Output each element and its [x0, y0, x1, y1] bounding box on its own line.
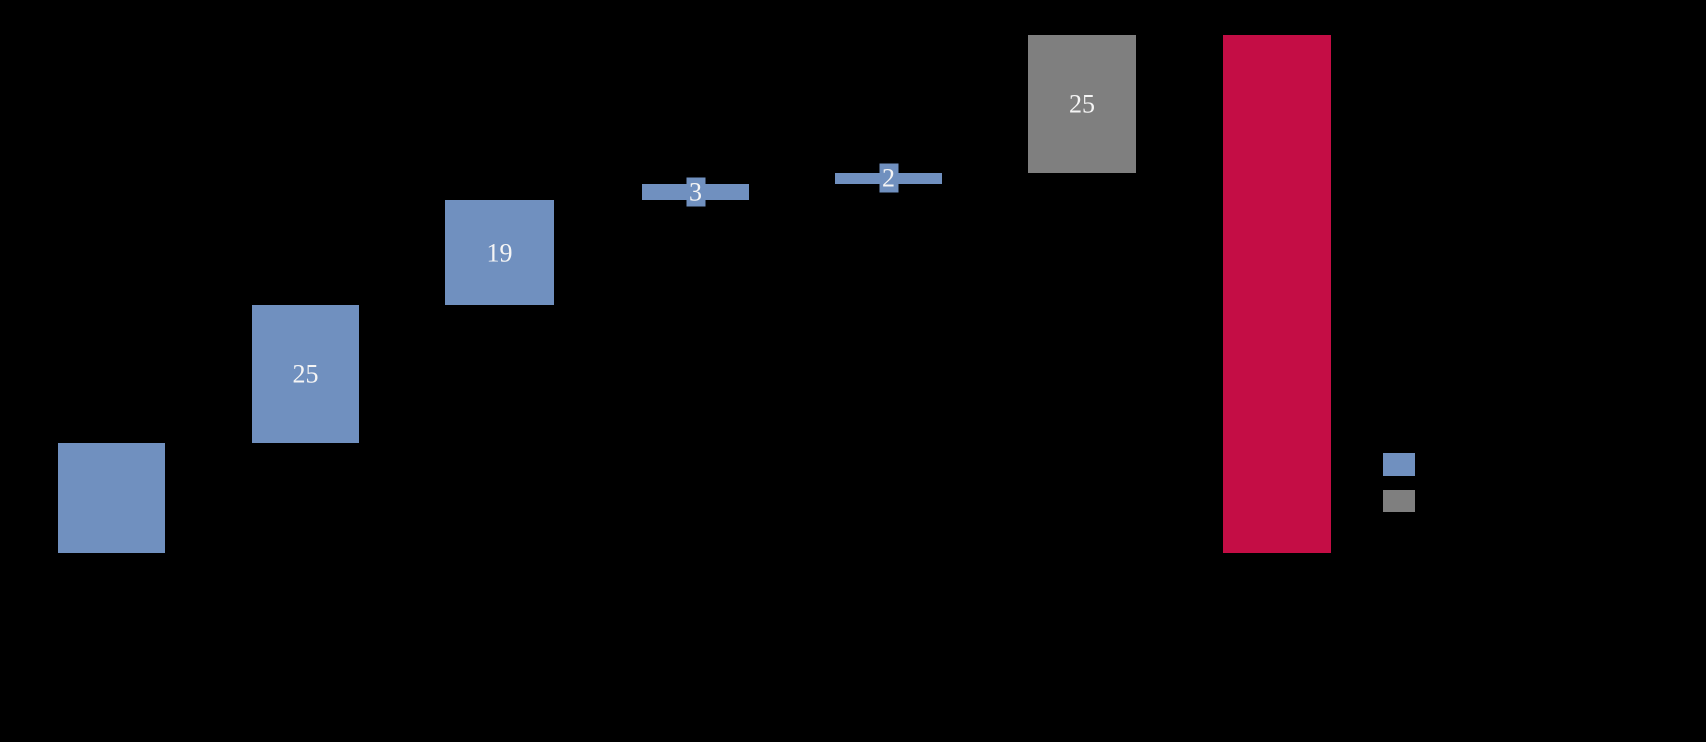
waterfall-bar-total: [1223, 34, 1331, 554]
bar-data-label: 2: [879, 163, 898, 193]
bar-data-label: 19: [483, 238, 516, 268]
bar-data-label: 25: [1066, 89, 1098, 119]
bar-data-label: 25: [289, 359, 322, 389]
legend-swatch-subtotal: [1383, 490, 1415, 512]
legend-swatch-increase: [1383, 453, 1415, 476]
waterfall-bar-increase: [58, 443, 165, 554]
bar-data-label: 3: [686, 177, 705, 207]
